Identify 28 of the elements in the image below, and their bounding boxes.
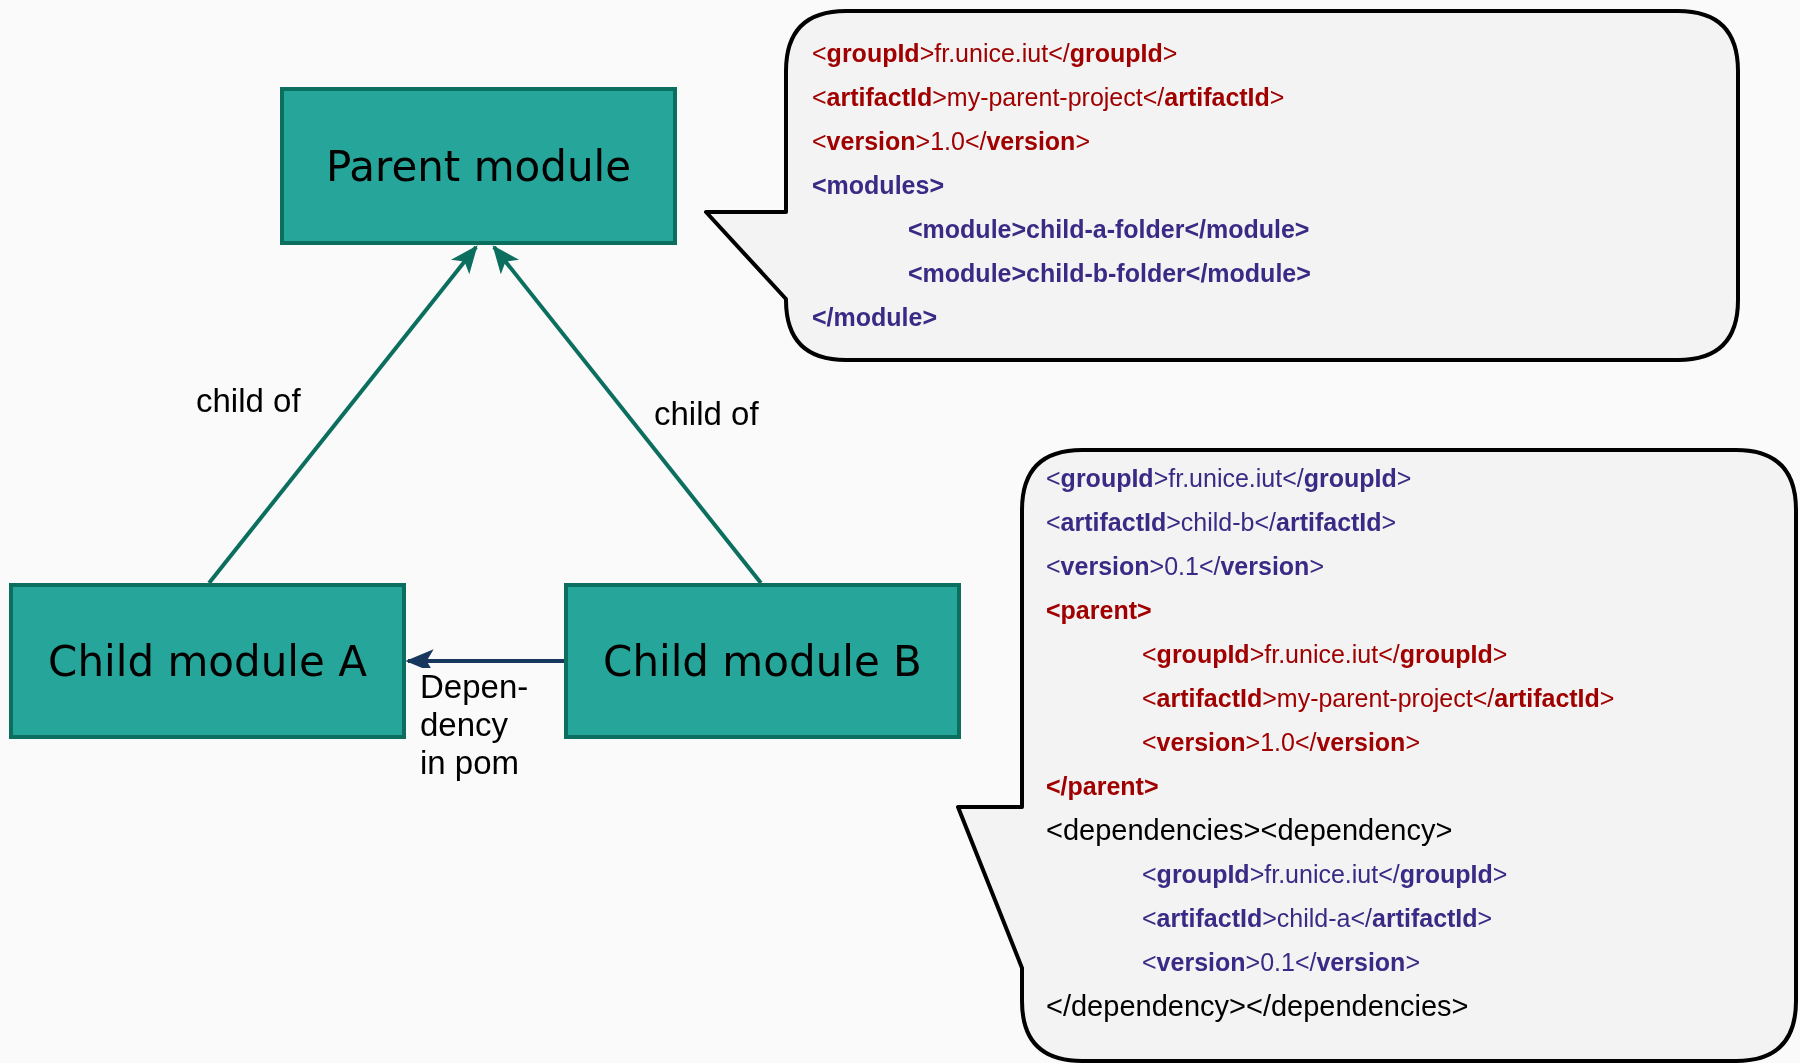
code-line: <version>1.0</version>: [1142, 729, 1420, 755]
module-box: [280, 87, 677, 245]
code-line: <parent>: [1046, 597, 1152, 623]
code-line: <version>1.0</version>: [812, 128, 1090, 154]
code-line: <version>0.1</version>: [1046, 553, 1324, 579]
code-line: <groupId>fr.unice.iut</groupId>: [1142, 641, 1508, 667]
code-line: <groupId>fr.unice.iut</groupId>: [1142, 861, 1508, 887]
code-line: <module>child-b-folder</module>: [908, 260, 1311, 286]
code-line: <artifactId>my-parent-project</artifactId>: [1142, 685, 1615, 711]
code-line: <dependencies><dependency>: [1046, 815, 1453, 845]
code-line: <version>0.1</version>: [1142, 949, 1420, 975]
code-line: </parent>: [1046, 773, 1159, 799]
code-line: <artifactId>my-parent-project</artifactId>: [812, 84, 1285, 110]
module-name: Child module B: [603, 635, 922, 688]
module-box: [9, 583, 406, 739]
code-line: <groupId>fr.unice.iut</groupId>: [1046, 465, 1412, 491]
code-line: <artifactId>child-a</artifactId>: [1142, 905, 1493, 931]
module-box: [564, 583, 961, 739]
code-line: <module>child-a-folder</module>: [908, 216, 1310, 242]
module-name: Parent module: [325, 140, 632, 193]
module-name: Child module A: [48, 635, 367, 688]
code-line: <groupId>fr.unice.iut</groupId>: [812, 40, 1178, 66]
code-line: </dependency></dependencies>: [1046, 991, 1469, 1021]
code-line: <artifactId>child-b</artifactId>: [1046, 509, 1397, 535]
arrow: [207, 245, 478, 585]
arrow: [492, 245, 763, 585]
code-line: </module>: [812, 304, 938, 330]
code-line: <modules>: [812, 172, 944, 198]
